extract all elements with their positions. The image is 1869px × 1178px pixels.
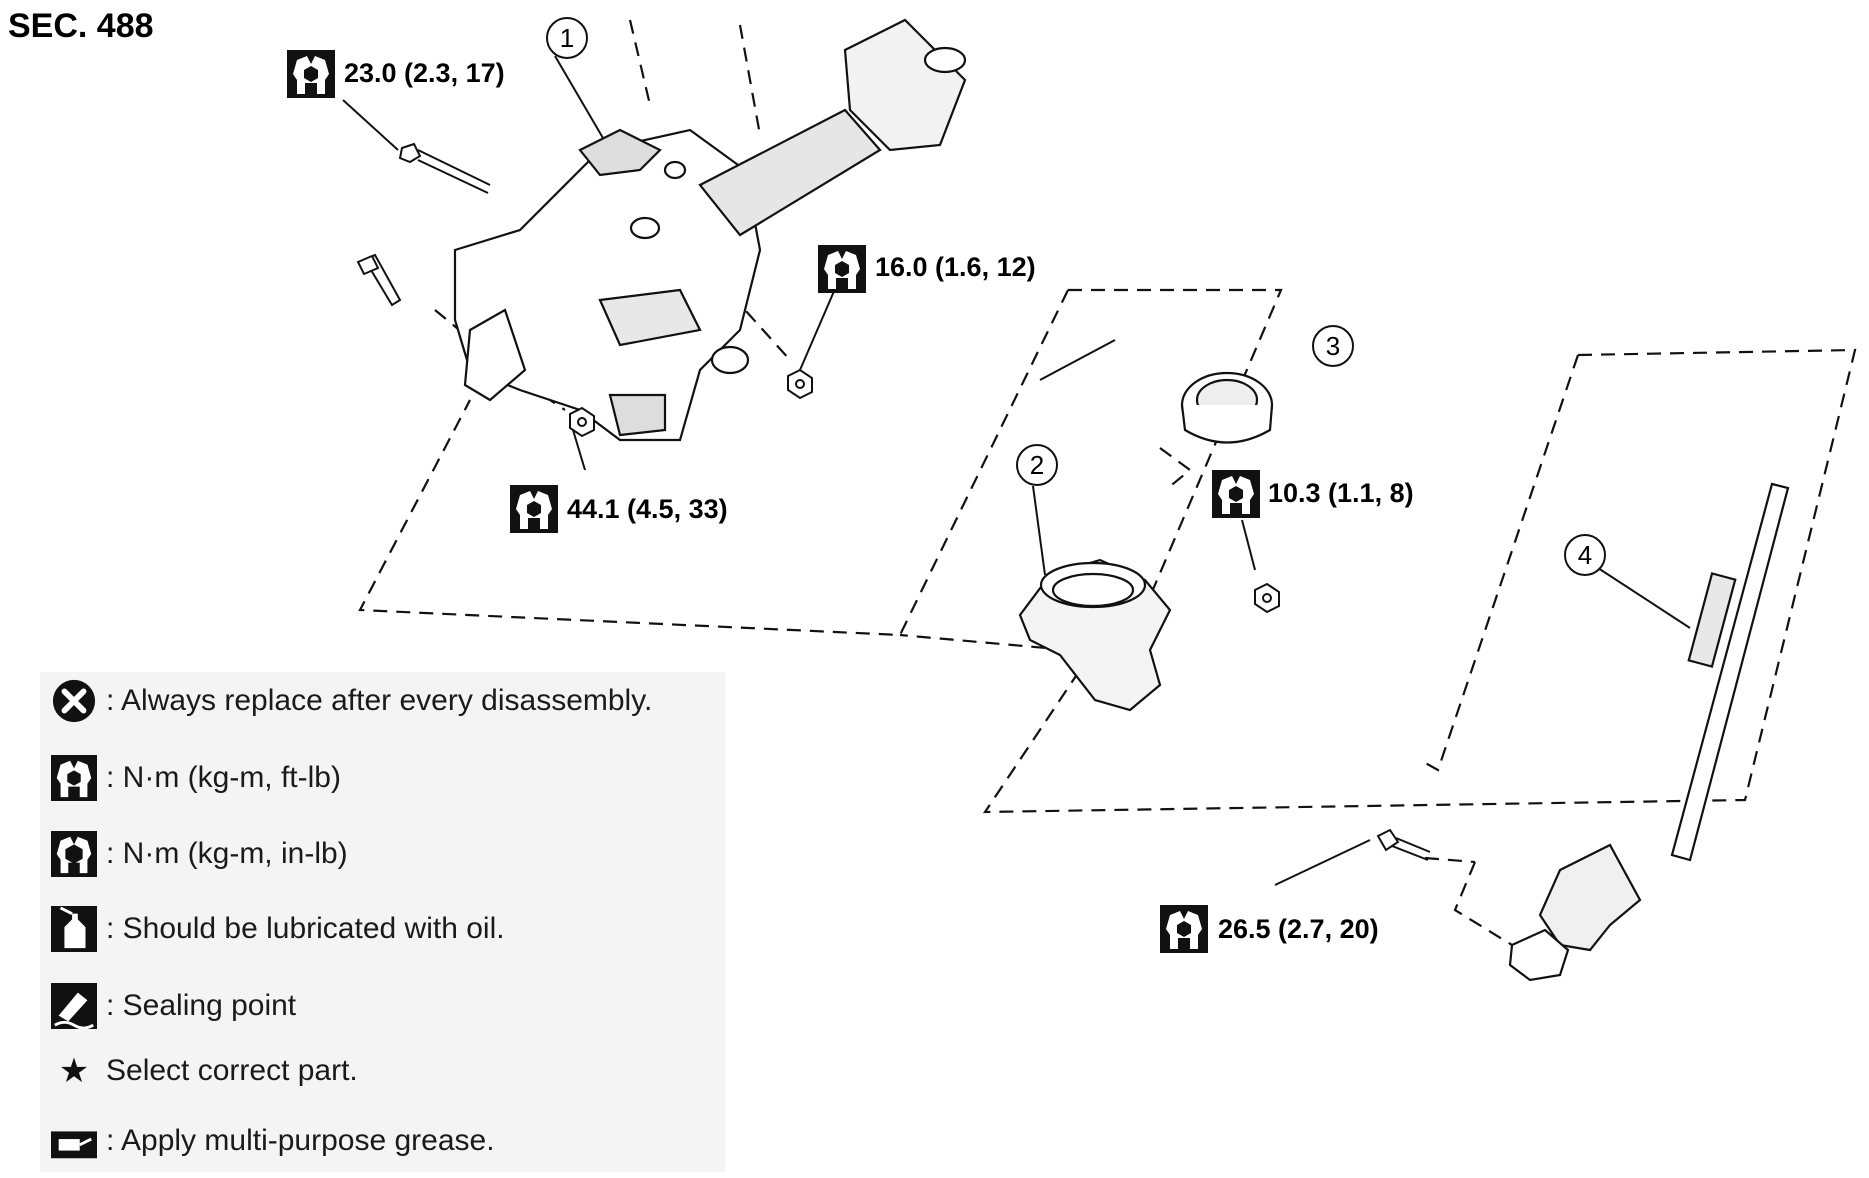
torque-wrench-icon xyxy=(818,245,866,293)
legend-panel xyxy=(40,672,725,1172)
oil-can-icon xyxy=(51,906,97,952)
replace-x-icon xyxy=(52,679,96,723)
callout-3: 3 xyxy=(1312,325,1354,367)
bolt-26 xyxy=(1376,828,1431,861)
svg-text:44.1 (4.5, 33): 44.1 (4.5, 33) xyxy=(567,494,728,524)
lower-shaft xyxy=(1508,482,1790,982)
nut-44 xyxy=(569,406,595,438)
torque-label-26: 26.5 (2.7, 20) xyxy=(1160,905,1379,953)
legend-select-part: ★ Select correct part. xyxy=(50,1045,358,1097)
legend-nm-inlb: : N·m (kg-m, in-lb) xyxy=(50,828,348,880)
svg-text:4: 4 xyxy=(1578,540,1592,570)
steering-column-assembly xyxy=(453,18,967,442)
callout-2: 2 xyxy=(1016,444,1058,486)
svg-text:16.0 (1.6, 12): 16.0 (1.6, 12) xyxy=(875,252,1036,282)
leader-lines xyxy=(342,55,1691,886)
section-title: SEC. 488 xyxy=(8,7,154,45)
torque-label-44: 44.1 (4.5, 33) xyxy=(510,485,728,533)
svg-text:26.5 (2.7, 20): 26.5 (2.7, 20) xyxy=(1218,914,1379,944)
svg-text:10.3 (1.1, 8): 10.3 (1.1, 8) xyxy=(1268,478,1414,508)
nut-10 xyxy=(1254,582,1280,614)
hole-cover xyxy=(1018,558,1172,712)
callout-4: 4 xyxy=(1564,534,1606,576)
legend-replace: : Always replace after every disassembly… xyxy=(50,675,652,727)
torque-label-10: 10.3 (1.1, 8) xyxy=(1212,470,1414,518)
grommet xyxy=(1180,371,1274,444)
bolt-left xyxy=(356,253,402,307)
torque-wrench-icon xyxy=(510,485,558,533)
svg-text:23.0 (2.3, 17): 23.0 (2.3, 17) xyxy=(344,58,505,88)
torque-label-23: 23.0 (2.3, 17) xyxy=(287,50,505,98)
star-icon: ★ xyxy=(58,1052,90,1090)
legend-grease: : Apply multi-purpose grease. xyxy=(50,1115,495,1167)
torque-label-16: 16.0 (1.6, 12) xyxy=(818,245,1036,293)
torque-wrench-filled-icon xyxy=(51,831,97,877)
svg-text:2: 2 xyxy=(1030,450,1044,480)
legend-sealing: : Sealing point xyxy=(50,980,296,1032)
grease-gun-icon xyxy=(51,1131,97,1159)
sealing-point-icon xyxy=(51,983,97,1029)
callout-1: 1 xyxy=(546,17,588,59)
nut-16 xyxy=(787,368,813,400)
torque-wrench-icon xyxy=(287,50,335,98)
bolt-23 xyxy=(398,142,491,194)
torque-wrench-icon xyxy=(1212,470,1260,518)
legend-oil: : Should be lubricated with oil. xyxy=(50,903,505,955)
legend-nm-ftlb: : N·m (kg-m, ft-lb) xyxy=(50,752,341,804)
torque-wrench-icon xyxy=(51,755,97,801)
torque-wrench-icon xyxy=(1160,905,1208,953)
svg-text:3: 3 xyxy=(1326,331,1340,361)
svg-text:1: 1 xyxy=(560,23,574,53)
